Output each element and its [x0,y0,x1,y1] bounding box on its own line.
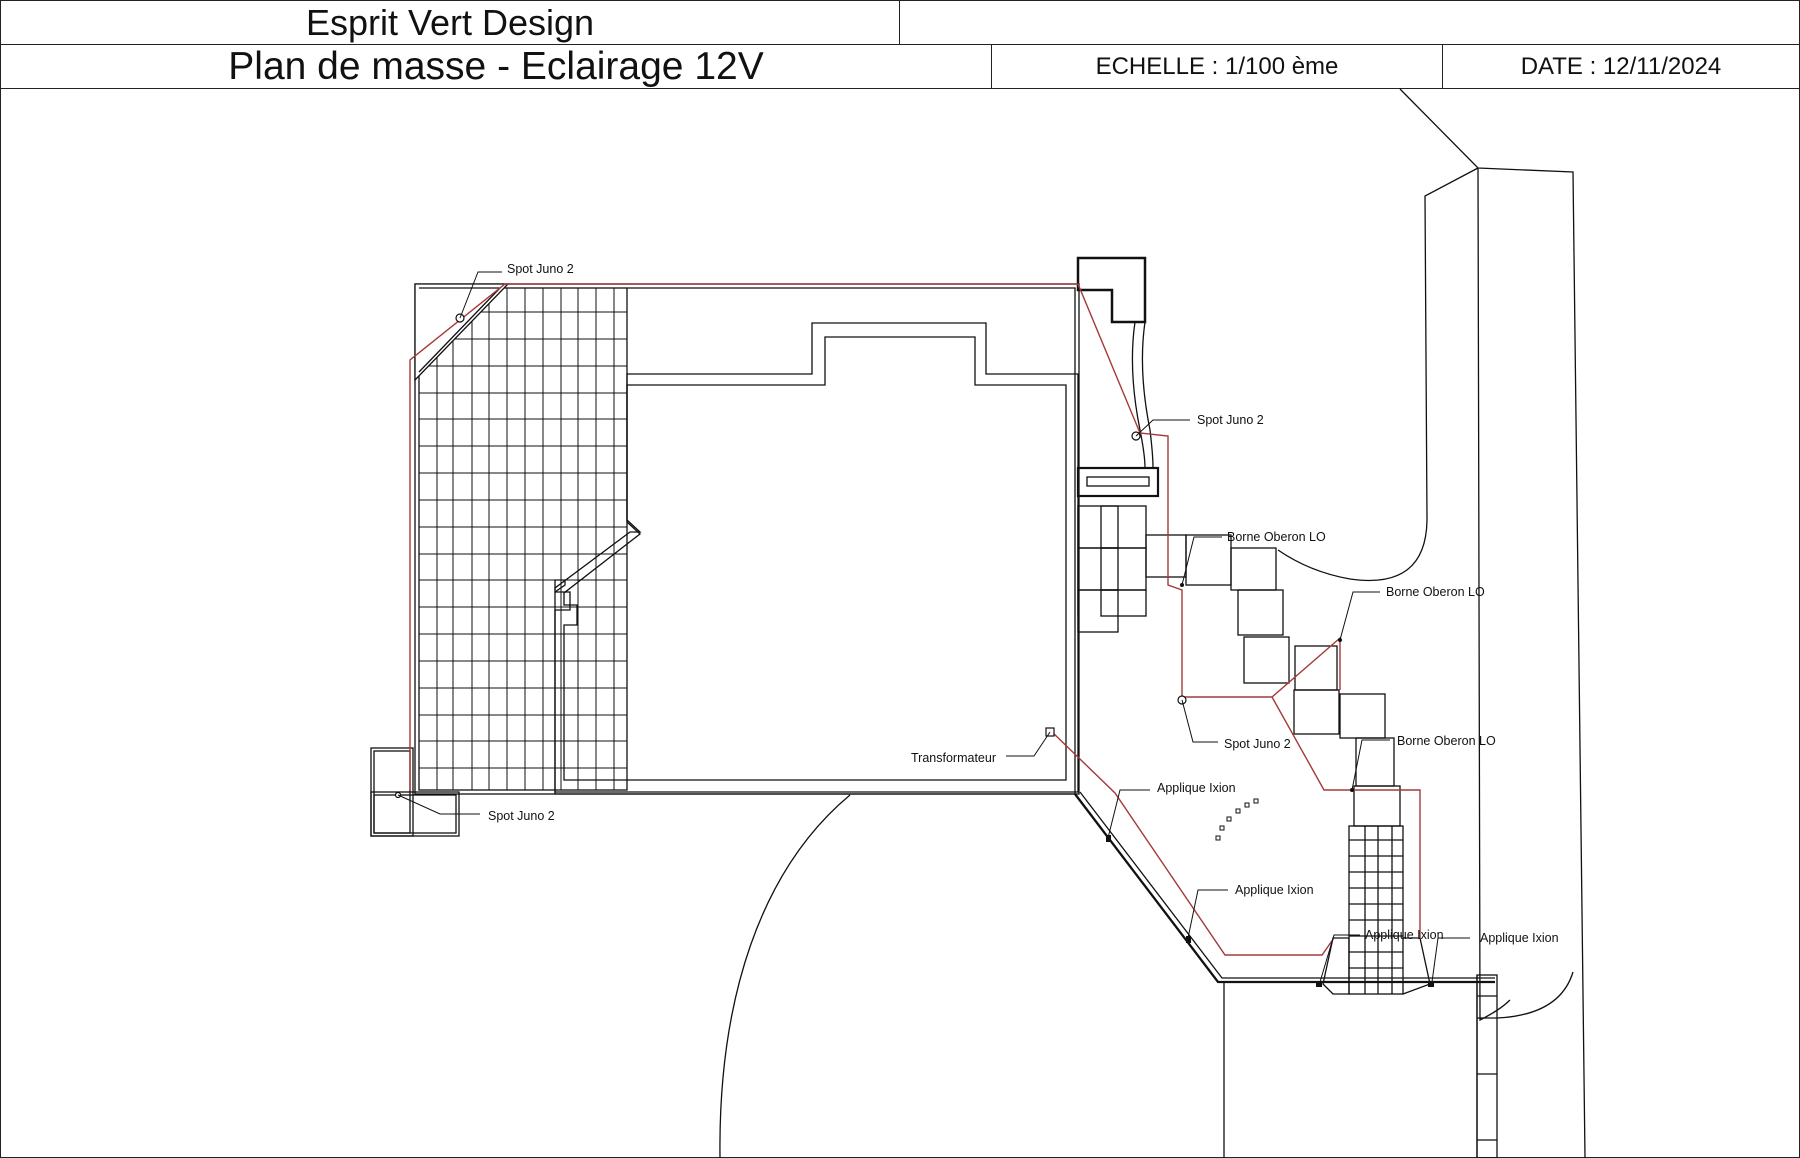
lawn-arc [719,794,851,1158]
right-boundary [1399,88,1586,1158]
label-borne-3: Borne Oberon LO [1397,734,1496,748]
fixture-labels: Spot Juno 2 Spot Juno 2 Borne Oberon LO … [488,262,1559,945]
leader-lines [397,271,1470,983]
drawing-scale: ECHELLE : 1/100 ème [991,44,1443,89]
cable-routing [409,283,1421,956]
curved-path [1277,167,1479,582]
label-transformateur: Transformateur [911,751,996,765]
label-applique-2: Applique Ixion [1235,883,1314,897]
label-borne-2: Borne Oberon LO [1386,585,1485,599]
company-name: Esprit Vert Design [0,0,900,46]
label-applique-1: Applique Ixion [1157,781,1236,795]
drawing-date: DATE : 12/11/2024 [1442,44,1800,89]
label-spot-center-right: Spot Juno 2 [1224,737,1291,751]
fixture-symbols [394,313,1187,799]
label-applique-4: Applique Ixion [1480,931,1559,945]
terrace-outline [414,283,1080,795]
dotted-arc [1215,798,1259,841]
plan-linework [370,88,1586,1158]
label-spot-bottom-left: Spot Juno 2 [488,809,555,823]
wall-light-symbols [1106,583,1434,987]
title-block: Esprit Vert Design Plan de masse - Eclai… [0,0,1800,89]
label-applique-3: Applique Ixion [1365,928,1444,942]
label-spot-top-left: Spot Juno 2 [507,262,574,276]
label-spot-right-top: Spot Juno 2 [1197,413,1264,427]
inner-boundary [1477,167,1511,1022]
drawing-title: Plan de masse - Eclairage 12V [0,44,992,89]
paving-grid [419,288,627,790]
label-borne-1: Borne Oberon LO [1227,530,1326,544]
